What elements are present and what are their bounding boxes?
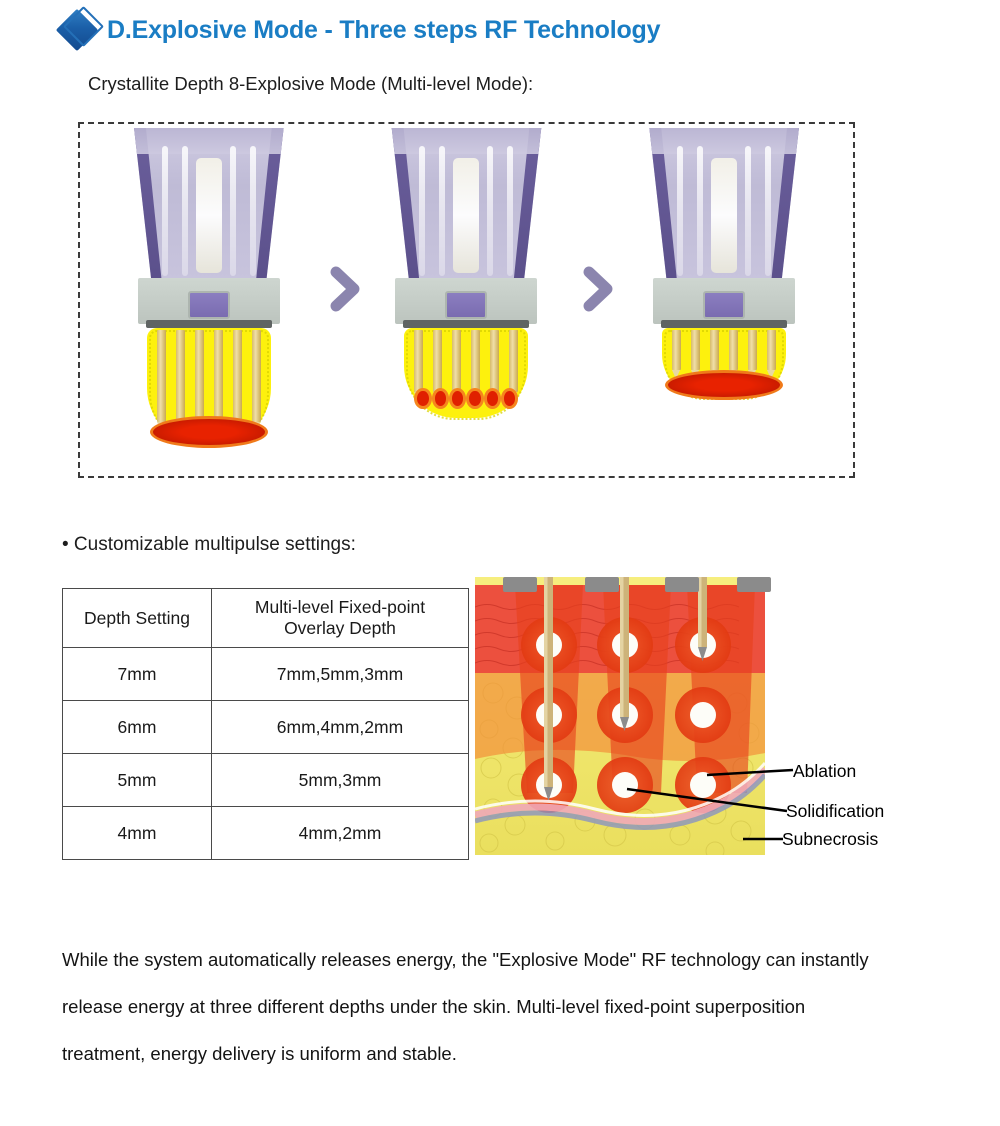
table-body: 7mm 7mm,5mm,3mm 6mm 6mm,4mm,2mm 5mm 5mm,… — [62, 647, 469, 860]
table-row: 5mm 5mm,3mm — [62, 753, 469, 807]
cell-overlay: 4mm,2mm — [211, 806, 469, 860]
needle — [232, 330, 242, 431]
table-row: 6mm 6mm,4mm,2mm — [62, 700, 469, 754]
diamond-icon — [55, 5, 105, 52]
cell-depth: 7mm — [62, 647, 212, 701]
energy-field-glow-2 — [406, 330, 527, 420]
needle — [452, 330, 462, 401]
cartridge-connector — [703, 291, 746, 319]
rf-cartridge-step-2 — [361, 124, 571, 464]
cartridge-connector — [445, 291, 488, 319]
ablation-dot — [414, 388, 432, 409]
needle — [767, 330, 777, 379]
overlay-header-line-1: Multi-level Fixed-point — [254, 597, 426, 618]
needle — [672, 330, 682, 379]
skin-cross-section-diagram: Ablation Solidification Subnecrosis — [475, 563, 884, 855]
needle — [471, 330, 481, 401]
depth-settings-table: Depth Setting Multi-level Fixed-point Ov… — [62, 588, 469, 860]
cartridge-connector — [187, 291, 230, 319]
cartridge-rib — [765, 146, 772, 276]
needle — [175, 330, 185, 431]
needle — [414, 330, 424, 401]
needle-array-1 — [156, 330, 261, 431]
needle-array-3 — [672, 330, 777, 379]
cartridge-body-2 — [381, 128, 551, 328]
needle — [213, 330, 223, 431]
ablation-dot — [449, 388, 467, 409]
cell-overlay: 7mm,5mm,3mm — [211, 647, 469, 701]
cell-overlay: 5mm,3mm — [211, 753, 469, 807]
table-header-row: Depth Setting Multi-level Fixed-point Ov… — [62, 588, 469, 648]
label-ablation: Ablation — [793, 761, 857, 781]
cell-overlay: 6mm,4mm,2mm — [211, 700, 469, 754]
cartridge-rib — [419, 146, 426, 276]
cartridge-rib — [181, 146, 188, 276]
chevron-right-icon — [328, 266, 362, 312]
needle — [710, 330, 720, 379]
needle — [748, 330, 758, 379]
cartridge-top-strip — [649, 128, 799, 154]
column-header-overlay-depth: Multi-level Fixed-point Overlay Depth — [211, 588, 469, 648]
skin-diagram-canvas — [475, 577, 794, 855]
rf-cartridge-step-3 — [619, 124, 829, 464]
cartridge-rib — [745, 146, 752, 276]
ablation-zone-1 — [149, 416, 268, 448]
rf-cartridge-step-1 — [104, 124, 314, 464]
needle — [251, 330, 261, 431]
cell-depth: 6mm — [62, 700, 212, 754]
ablation-zone-3 — [665, 370, 784, 400]
needle — [194, 330, 204, 431]
cartridge-rib — [161, 146, 168, 276]
cell-depth: 4mm — [62, 806, 212, 860]
cartridge-foot — [403, 320, 530, 328]
device-sequence — [80, 124, 853, 476]
cartridge-glass-core — [711, 158, 738, 273]
table-row: 7mm 7mm,5mm,3mm — [62, 647, 469, 701]
needle-array-2 — [414, 330, 519, 401]
table-head: Depth Setting Multi-level Fixed-point Ov… — [62, 588, 469, 648]
cartridge-rib — [507, 146, 514, 276]
needle — [509, 330, 519, 401]
cartridge-body-3 — [639, 128, 809, 328]
ablation-dot-row-2 — [414, 388, 519, 409]
needle — [729, 330, 739, 379]
cartridge-top-strip — [134, 128, 284, 154]
cartridge-foot — [661, 320, 788, 328]
cartridge-rib — [229, 146, 236, 276]
page-title: D.Explosive Mode - Three steps RF Techno… — [107, 15, 661, 44]
cartridge-rib — [697, 146, 704, 276]
ablation-dot — [466, 388, 484, 409]
device-figure-box — [78, 122, 855, 478]
needle — [433, 330, 443, 401]
cartridge-top-strip — [391, 128, 542, 154]
overlay-header-line-2: Overlay Depth — [284, 618, 396, 638]
needle — [691, 330, 701, 379]
needle — [490, 330, 500, 401]
cartridge-rib — [249, 146, 256, 276]
ablation-dot — [483, 388, 502, 409]
cartridge-rib — [439, 146, 446, 276]
cell-depth: 5mm — [62, 753, 212, 807]
label-subnecrosis: Subnecrosis — [782, 829, 879, 849]
label-solidification: Solidification — [786, 801, 885, 821]
ablation-dot — [501, 388, 519, 409]
chevron-right-icon — [581, 266, 615, 312]
table-row: 4mm 4mm,2mm — [62, 806, 469, 860]
cartridge-glass-core — [195, 158, 222, 273]
cartridge-rib — [677, 146, 684, 276]
needle — [156, 330, 166, 431]
cartridge-body-1 — [124, 128, 294, 328]
cartridge-rib — [487, 146, 494, 276]
cartridge-foot — [145, 320, 272, 328]
cartridge-glass-core — [453, 158, 480, 273]
subtitle-text: Crystallite Depth 8-Explosive Mode (Mult… — [88, 73, 534, 94]
description-paragraph: While the system automatically releases … — [62, 949, 869, 1064]
column-header-depth-setting: Depth Setting — [62, 588, 212, 648]
settings-bullet-text: • Customizable multipulse settings: — [62, 534, 356, 555]
page-header: D.Explosive Mode - Three steps RF Techno… — [55, 5, 661, 52]
ablation-dot — [431, 388, 450, 409]
